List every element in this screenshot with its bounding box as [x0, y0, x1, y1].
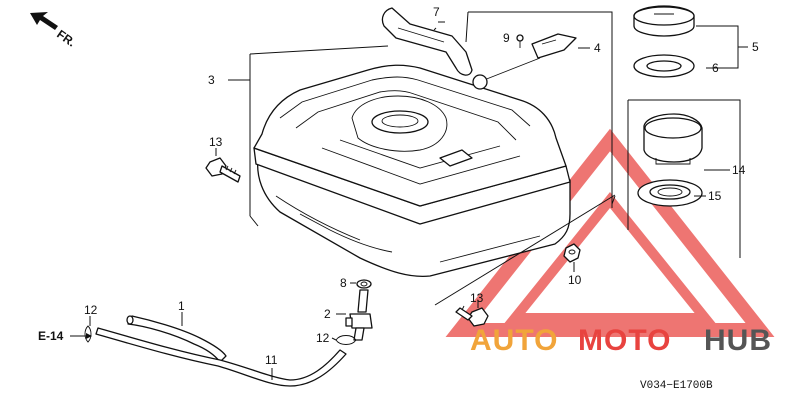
washer-8 — [356, 279, 372, 289]
part-label-1: 1 — [178, 299, 185, 313]
bolt-13-left — [205, 157, 241, 183]
part-label-10: 10 — [568, 273, 582, 287]
part-label-3: 3 — [208, 73, 215, 87]
reference-label: E-14 — [38, 329, 64, 343]
cap-gasket-6 — [633, 54, 695, 78]
part-label-9: 9 — [503, 31, 510, 45]
nut-10 — [563, 243, 581, 263]
cap-gasket-15 — [637, 179, 703, 207]
watermark-word-hub: HUB — [704, 324, 772, 357]
part-label-15: 15 — [708, 189, 722, 203]
fuel-gauge — [472, 33, 577, 90]
part-label-8: 8 — [340, 276, 347, 290]
part-label-11: 11 — [265, 353, 278, 367]
bolt-13-bottom — [455, 305, 489, 327]
tank-bracket-strap — [381, 7, 473, 76]
diagram-code: V034−E1700B — [640, 380, 713, 392]
front-direction-arrow-icon — [30, 12, 58, 30]
fuel-tank — [253, 64, 571, 278]
part-label-4: 4 — [594, 41, 601, 55]
part-label-7: 7 — [433, 5, 440, 19]
watermark-text: AUTO MOTO HUB — [470, 324, 772, 357]
part-label-13-bottom: 13 — [470, 291, 484, 305]
screw-9 — [516, 34, 524, 48]
part-label-5: 5 — [752, 40, 759, 54]
reference-arrow-icon — [70, 333, 92, 339]
fuel-valve — [345, 289, 373, 341]
fuel-cap-upper — [633, 5, 695, 37]
watermark-word-moto: MOTO — [578, 324, 671, 357]
watermark-word-auto: AUTO — [470, 324, 558, 357]
clip-12-left — [84, 325, 92, 343]
part-label-6: 6 — [712, 61, 719, 75]
part-label-14: 14 — [732, 163, 746, 177]
part-label-13-left: 13 — [209, 135, 223, 149]
part-label-12-right: 12 — [316, 331, 330, 345]
clip-12-right — [335, 335, 357, 345]
fuel-cap-lower — [643, 113, 703, 165]
fuel-tube-11 — [95, 327, 347, 387]
direction-label: FR. — [54, 27, 78, 50]
part-label-2: 2 — [324, 307, 331, 321]
part-label-12-left: 12 — [84, 303, 98, 317]
